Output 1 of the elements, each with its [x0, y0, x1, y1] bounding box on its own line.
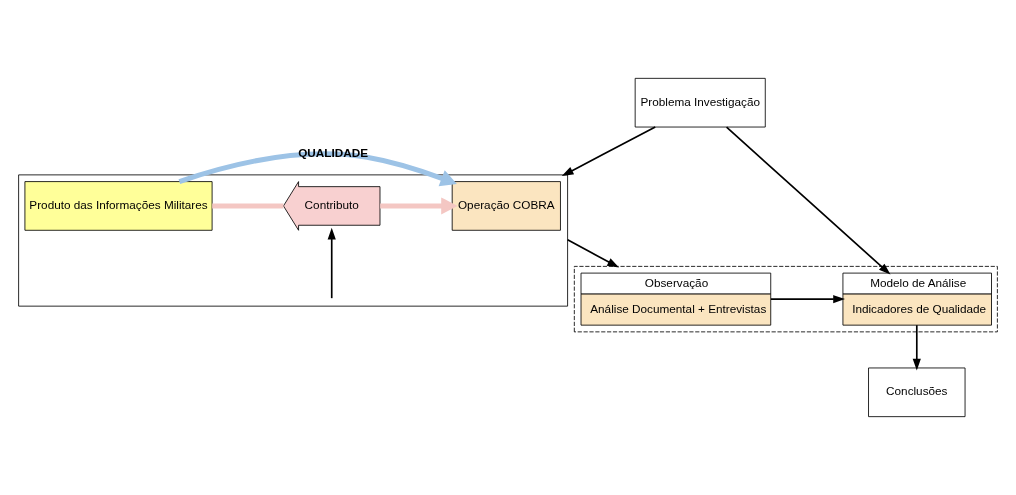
edge-label: QUALIDADE	[298, 145, 369, 159]
